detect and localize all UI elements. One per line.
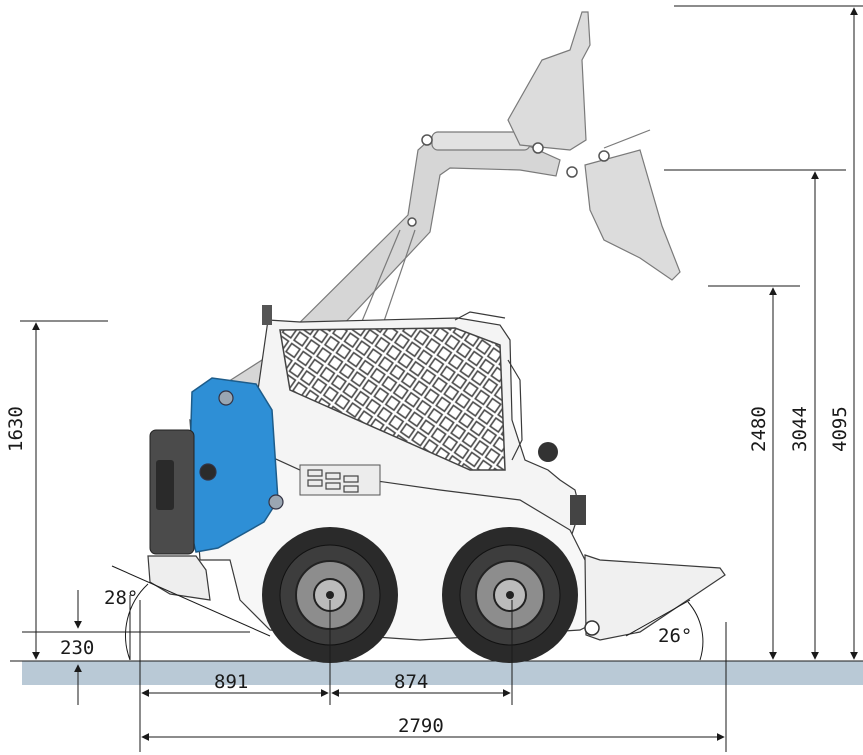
dim-cab-height: 1630 — [5, 406, 27, 452]
dim-dump-height: 3044 — [789, 406, 811, 452]
dim-wheelbase: 874 — [394, 671, 428, 693]
dim-hinge-pin-height: 2480 — [748, 406, 770, 452]
rear-door — [147, 429, 211, 601]
lowered-bucket — [584, 554, 726, 641]
dim-front-overhang: 891 — [214, 671, 248, 693]
front-wheel — [442, 527, 578, 663]
rear-wheel — [262, 527, 398, 663]
dim-departure-angle: 28° — [104, 587, 138, 609]
dim-ground-clearance: 230 — [60, 637, 94, 659]
dim-overall-length: 2790 — [398, 715, 444, 737]
dim-bucket-angle: 26° — [658, 625, 692, 647]
dimension-lines — [20, 5, 863, 752]
upright-pins — [199, 390, 284, 510]
dim-overall-height: 4095 — [829, 406, 851, 452]
ground-band — [22, 661, 863, 685]
boom-pins — [407, 134, 610, 227]
